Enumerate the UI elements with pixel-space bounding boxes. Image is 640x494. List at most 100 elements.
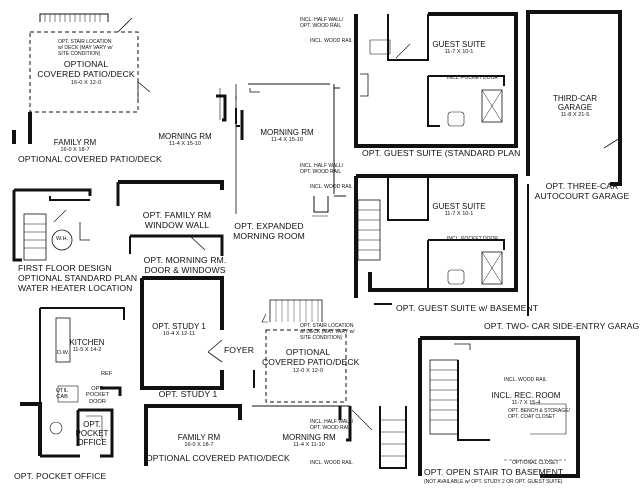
guest-title: GUEST SUITE (432, 202, 486, 211)
stair-note: OPT. STAIR LOCATION w/ DECK (MAY VARY w/… (58, 39, 113, 57)
pocket-door-note: INCL. POCKET DOOR (447, 75, 499, 81)
caption-line: OPT. FAMILY RM (142, 210, 212, 220)
note-line: INCL. HALF WALL/ (310, 419, 354, 425)
garage-title: GARAGE (557, 103, 593, 113)
third-car-label: THIRD-CAR GARAGE 11-8 X 21-5 (536, 94, 614, 119)
family-dim: 16-0 X 18-7 (184, 442, 214, 449)
wood-rail-note: INCL. WOOD RAIL (310, 38, 353, 44)
study-title: OPT. STUDY 1 (152, 322, 206, 331)
patio-line: OPTIONAL (63, 59, 109, 69)
morning-door-plan (129, 234, 224, 256)
office-line: OPT. (83, 420, 101, 429)
rec-title: INCL. REC. ROOM (491, 391, 561, 400)
bench-note: OPT. BENCH & STORAGE/ OPT. COAT CLOSET (508, 408, 570, 421)
note-line: OPT. COAT CLOSET (508, 413, 556, 420)
guest-basement-caption: OPT. GUEST SUITE w/ BASEMENT (396, 303, 539, 313)
rec-room-plan (418, 336, 580, 478)
foyer-label: FOYER (223, 345, 255, 355)
kitchen-title: KITCHEN (69, 338, 105, 347)
refrigerator-tag: REF (101, 371, 113, 377)
stair-note-line: w/ DECK (MAY VARY w/ (58, 44, 113, 51)
note-line: OPT. WOOD RAIL (300, 22, 342, 29)
caption-line: OPT. EXPANDED (234, 221, 304, 231)
caption-line: WATER HEATER LOCATION (18, 282, 133, 293)
patio-family-plan (12, 13, 139, 144)
stair-note-line: SITE CONDITION) (58, 50, 101, 57)
third-car-caption: OPT. THREE-CAR AUTOCOURT GARAGE (530, 181, 634, 202)
patio-line: COVERED PATIO/DECK (37, 68, 135, 79)
study-plan (140, 276, 255, 390)
half-wall-note: INCL. HALF WALL/ OPT. WOOD RAIL (300, 163, 344, 176)
top-left-caption: OPTIONAL COVERED PATIO/DECK (18, 154, 162, 164)
note-line: INCL. HALF WALL/ (300, 163, 344, 169)
family-room-label: FAMILY RM 16-0 X 18-7 (52, 138, 98, 154)
family-dim: 16-0 X 18-7 (60, 147, 90, 154)
garage-dim: 11-8 X 21-5 (560, 112, 590, 119)
wood-rail-note: INCL. WOOD RAIL (310, 184, 353, 190)
note-line: OPT. WOOD RAIL (310, 424, 352, 431)
office-line: OFFICE (77, 438, 107, 448)
guest-suite-basement-plan (354, 174, 518, 305)
morning-dim: 11-4 X 15-10 (169, 141, 201, 148)
caption-line: WINDOW WALL (144, 219, 210, 230)
guest-title: GUEST SUITE (432, 40, 486, 49)
caption-line: OPT. THREE-CAR (545, 181, 619, 191)
half-wall-note: INCL. HALF WALL/ OPT. WOOD RAIL (300, 17, 343, 30)
family-room-label: FAMILY RM 16-0 X 18-7 (176, 433, 222, 449)
tag-line: CAB (56, 394, 68, 401)
caption-line: DOOR & WINDOWS (144, 264, 226, 275)
morning-room-label: MORNING RM 11-4 X 15-10 (152, 132, 218, 148)
morning-title: MORNING RM (158, 132, 212, 141)
tag-line: POCKET (86, 392, 110, 399)
guest-standard-caption: OPT. GUEST SUITE (STANDARD PLAN (362, 148, 521, 158)
morning-room-label: MORNING RM 11-4 X 11-10 (280, 433, 338, 449)
wood-rail-note: INCL. WOOD RAIL (504, 377, 547, 383)
pocket-door-note: INCL. POCKET DOOR (447, 236, 499, 242)
note-line: OPT. WOOD RAIL (300, 168, 342, 175)
half-wall-note: INCL. HALF WALL/ OPT. WOOD RAIL (310, 419, 354, 432)
caption-line: MORNING ROOM (233, 230, 305, 241)
caption-line: FIRST FLOOR DESIGN (18, 263, 112, 273)
wood-rail-note: INCL. WOOD RAIL (310, 460, 353, 466)
rec-room-label: INCL. REC. ROOM 11-7 X 15-4 (486, 391, 566, 407)
rec-dim: 11-7 X 15-4 (511, 400, 541, 407)
rec-room-note: (NOT AVAILABLE w/ OPT. STUDY 2 OR OPT. G… (424, 479, 563, 485)
closet-note: OPTIONAL CLOSET (512, 460, 559, 466)
guest-dim: 11-7 X 10-1 (444, 49, 474, 56)
patio-label: OPTIONAL COVERED PATIO/DECK 12-0 X 12-0 (262, 347, 360, 374)
water-heater-tag: W.H. (55, 236, 69, 242)
water-heater-caption: FIRST FLOOR DESIGN OPTIONAL STANDARD PLA… (18, 263, 138, 294)
patio-line: OPTIONAL (285, 347, 331, 357)
morning-title: MORNING RM (282, 433, 336, 442)
tag-line: UTIL (56, 388, 69, 394)
study-dim: 10-4 X 12-11 (163, 331, 195, 338)
guest-suite-label: GUEST SUITE 11-7 X 10-1 (428, 202, 490, 218)
patio-dim: 16-0 X 12-0 (70, 79, 102, 86)
stair-note-line: OPT. STAIR LOCATION (300, 323, 354, 329)
caption-line: OPTIONAL STANDARD PLAN (18, 272, 138, 283)
third-car-garage-plan (526, 10, 622, 316)
two-car-caption: OPT. TWO- CAR SIDE-ENTRY GARAGE (484, 321, 640, 331)
expanded-caption: OPT. EXPANDED MORNING ROOM (226, 221, 312, 242)
morning-dim: 11-4 X 11-10 (293, 442, 325, 449)
patio-label: OPTIONAL COVERED PATIO/DECK 16-0 X 12-0 (36, 59, 136, 86)
bottom-middle-caption: OPTIONAL COVERED PATIO/DECK (146, 453, 290, 463)
family-window-wall-plan (116, 180, 224, 206)
patio-deck-plan (261, 299, 347, 403)
caption-line: AUTOCOURT GARAGE (534, 190, 630, 201)
stair-note-line: SITE CONDITION) (300, 334, 343, 341)
tag-line: OPT. (91, 386, 104, 392)
pocket-office-label: OPT. POCKET OFFICE (74, 420, 110, 448)
patio-line: COVERED PATIO/DECK (262, 356, 360, 367)
garage-title: THIRD-CAR (553, 94, 597, 103)
morning-door-caption: OPT. MORNING RM. DOOR & WINDOWS (132, 255, 238, 276)
patio-dim: 12-0 X 12-0 (292, 367, 324, 374)
family-title: FAMILY RM (53, 138, 97, 147)
stair-note: OPT. STAIR LOCATION w/ DECK (MAY VARY w/… (300, 323, 355, 341)
morning-dim: 11-4 X 15-10 (271, 137, 303, 144)
utility-cabinet-tag: UTIL CAB (56, 388, 68, 401)
stair-note-line: w/ DECK (MAY VARY w/ (300, 328, 355, 335)
stair-note-line: OPT. STAIR LOCATION (58, 39, 112, 45)
pocket-office-caption: OPT. POCKET OFFICE (14, 471, 107, 481)
